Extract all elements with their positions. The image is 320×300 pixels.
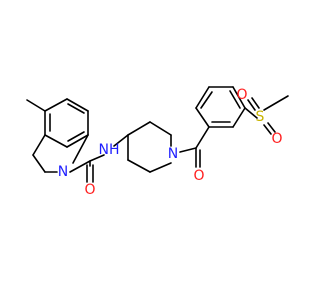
sulfonyl-oxygen-top-label: O [236,87,247,103]
methyl-bond [26,99,46,112]
indoline-nitrogen-label: N [58,164,68,180]
structure-diagram: N NH O N O S O O [26,86,289,198]
phenyl-ring [195,86,246,149]
sulfur-label: S [256,109,265,125]
sulfonyl-oxygen-bottom-label: O [271,131,282,147]
carboxamide-bonds [69,154,105,183]
indoline-five-ring [32,134,89,173]
nh-to-piperidine-bond [113,134,129,147]
piperidine-nitrogen-label: N [168,146,178,162]
piperidine-ring [127,121,172,173]
methylsulfonyl-bonds [244,95,289,135]
ketone-oxygen-label: O [193,168,204,184]
benzoyl-linker [179,147,201,168]
amide-oxygen-label: O [84,182,95,198]
indoline-benzene-ring [44,98,89,148]
amide-nh-label: NH [99,142,120,158]
